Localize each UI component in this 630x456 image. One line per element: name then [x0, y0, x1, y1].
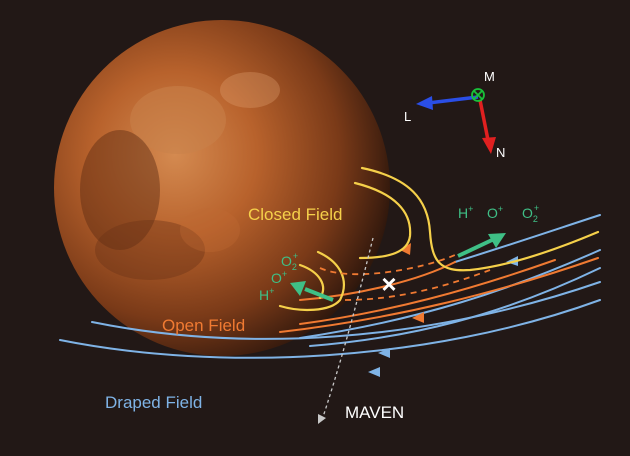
- open-field-label: Open Field: [162, 316, 245, 335]
- axis-m-into-page-icon: [471, 88, 485, 102]
- closed-field-line-left: [278, 250, 345, 312]
- flow-arrowhead: [378, 348, 390, 358]
- closed-field-label: Closed Field: [248, 205, 343, 224]
- ion-outflow-arrow-left: [304, 287, 334, 302]
- maven-trajectory-arrowhead: [318, 414, 326, 424]
- axis-n-arrow: [478, 99, 490, 141]
- axis-l-label: L: [404, 109, 411, 124]
- axis-l-arrow: [427, 95, 479, 105]
- open-field-arrows: [400, 243, 424, 323]
- axis-m-cross: [473, 90, 483, 100]
- axis-n-arrowhead: [482, 137, 496, 154]
- axis-m-circle: [471, 88, 485, 102]
- draped-field-line: [59, 299, 601, 359]
- flow-arrowhead: [368, 367, 380, 377]
- draped-field-line: [91, 281, 601, 340]
- maven-label: MAVEN: [345, 403, 404, 422]
- axis-m-label: M: [484, 69, 495, 84]
- closed-field-line-outer: [360, 166, 600, 272]
- ion-arrowhead-right: [488, 233, 506, 248]
- reconnection-x-marker: ×: [381, 269, 396, 299]
- dashed-field-line: [344, 269, 491, 301]
- draped-field-line: [299, 249, 601, 339]
- reconnection-dashed-lines: [319, 254, 491, 301]
- ion-labels-right: H+ O+ O2+: [458, 203, 539, 224]
- axis-n-label: N: [496, 145, 505, 160]
- axis-l-arrowhead: [416, 96, 433, 110]
- closed-field-lines: [278, 166, 600, 312]
- open-field-line: [299, 259, 556, 325]
- ion-label: H+: [458, 204, 473, 221]
- closed-field-line-inner: [353, 181, 412, 260]
- ion-label: O2+: [522, 203, 539, 224]
- ion-label: O2+: [281, 251, 298, 272]
- ion-labels-left: O2+O+H+: [259, 251, 298, 303]
- ion-outflow-arrows: [290, 233, 506, 302]
- draped-field-lines: [59, 214, 601, 359]
- draped-field-label: Draped Field: [105, 393, 202, 412]
- ion-label: O+: [271, 269, 287, 286]
- ion-label: O+: [487, 204, 503, 221]
- dashed-field-line: [319, 254, 456, 276]
- open-field-line: [279, 257, 599, 333]
- maven-trajectory: [321, 237, 374, 421]
- flow-arrowhead: [400, 243, 411, 255]
- ion-outflow-arrow-right: [457, 238, 493, 258]
- coordinate-axes: M L N: [404, 69, 505, 160]
- draped-field-line: [309, 267, 601, 347]
- ion-arrowhead-left: [290, 281, 306, 296]
- ion-label: H+: [259, 286, 274, 303]
- draped-field-line: [454, 214, 601, 263]
- flow-arrowhead: [412, 312, 424, 323]
